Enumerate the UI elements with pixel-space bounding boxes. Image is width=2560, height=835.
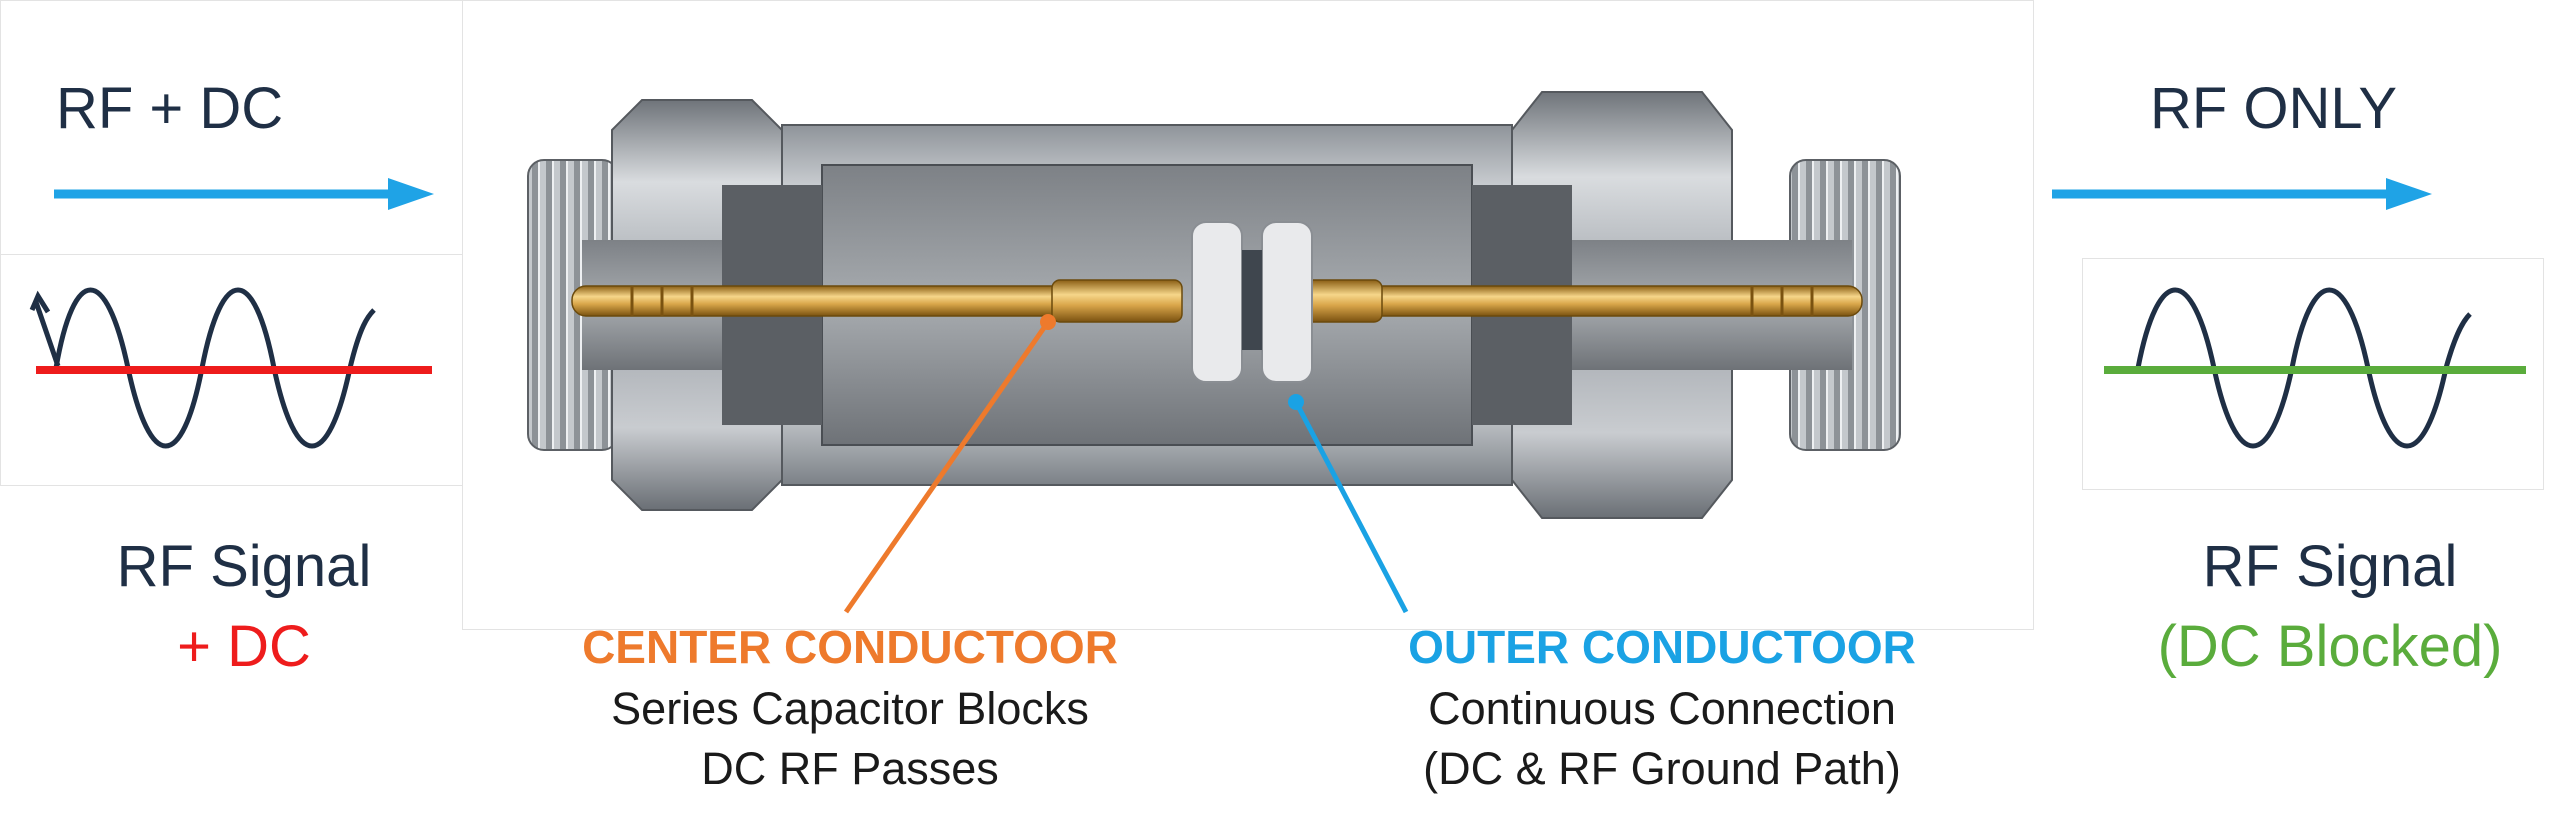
outer-conductor-line1: Continuous Connection xyxy=(1428,683,1896,734)
left-top-panel xyxy=(0,0,464,256)
input-signal-label: RF Signal xyxy=(116,534,372,599)
outer-conductor-title: OUTER CONDUCTOOR xyxy=(1408,621,1916,673)
center-conductor-line1: Series Capacitor Blocks xyxy=(611,683,1089,734)
center-conductor-line2: DC RF Passes xyxy=(701,743,999,794)
input-flow-arrow-icon xyxy=(54,178,434,210)
output-signal-label: RF Signal xyxy=(2202,534,2458,599)
dc-block-connector-illustration xyxy=(527,91,1901,519)
output-heading: RF ONLY xyxy=(2150,76,2398,141)
input-dc-label: + DC xyxy=(177,614,311,679)
outer-conductor-line2: (DC & RF Ground Path) xyxy=(1423,743,1901,794)
rf-only-waveform-icon xyxy=(2104,287,2526,449)
output-flow-arrow-icon xyxy=(2052,178,2432,210)
rf-plus-dc-waveform-icon xyxy=(29,287,432,449)
output-dc-blocked-label: (DC Blocked) xyxy=(2157,614,2503,679)
input-heading: RF + DC xyxy=(56,76,284,141)
center-conductor-title: CENTER CONDUCTOOR xyxy=(582,621,1118,673)
